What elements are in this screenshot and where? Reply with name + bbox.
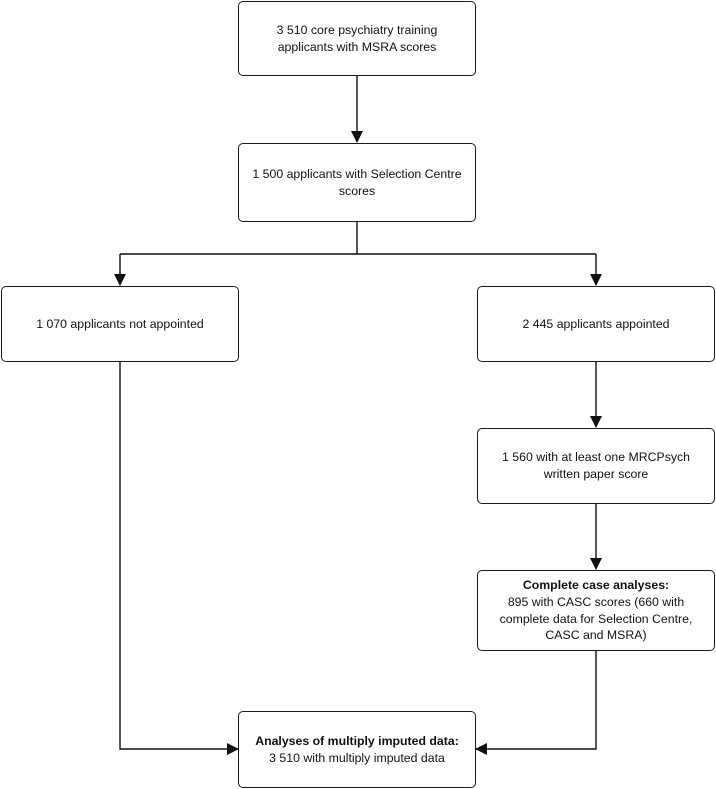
box-complete-case-heading: Complete case analyses: [522,577,670,592]
box-complete-case-text: 895 with CASC scores (660 with complete … [499,594,693,643]
box-appointed: 2 445 applicants appointed [477,286,715,362]
box-msra-applicants: 3 510 core psychiatry training applicant… [238,1,476,76]
box-msra-applicants-text: 3 510 core psychiatry training applicant… [276,22,438,54]
box-selection-centre: 1 500 applicants with Selection Centre s… [238,143,476,222]
arrow-not-appointed-to-imputed [119,362,239,755]
box-selection-centre-text: 1 500 applicants with Selection Centre s… [252,166,462,198]
box-not-appointed: 1 070 applicants not appointed [1,286,239,362]
box-not-appointed-text: 1 070 applicants not appointed [36,316,204,331]
box-imputed-text: 3 510 with multiply imputed data [269,750,445,765]
box-imputed: Analyses of multiply imputed data: 3 510… [238,711,476,788]
box-complete-case: Complete case analyses: 895 with CASC sc… [477,570,715,651]
box-appointed-text: 2 445 applicants appointed [522,316,670,331]
box-mrcpsych: 1 560 with at least one MRCPsych written… [477,428,715,504]
box-imputed-heading: Analyses of multiply imputed data: [255,733,459,748]
box-mrcpsych-text: 1 560 with at least one MRCPsych written… [502,450,690,481]
arrow-complete-case-to-imputed [475,651,597,755]
connector-split-line [120,222,596,255]
